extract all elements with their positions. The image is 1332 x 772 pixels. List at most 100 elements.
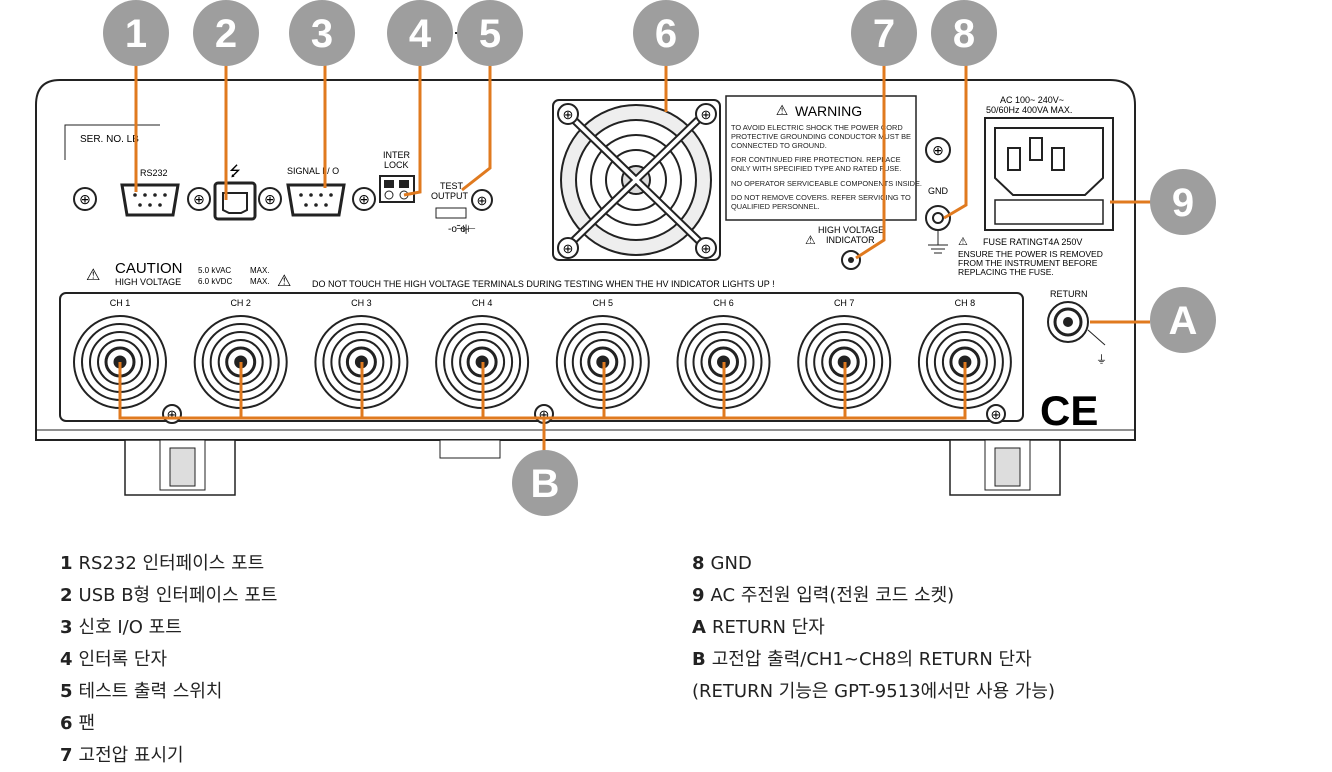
ac-rating-1: AC 100~ 240V~	[1000, 95, 1064, 105]
ce-mark: CE	[1040, 387, 1098, 434]
svg-text:⊕: ⊕	[991, 407, 1002, 422]
hv-indicator-label-2: INDICATOR	[826, 235, 875, 245]
fuse-rating: FUSE RATINGT4A 250V	[983, 237, 1082, 247]
callout-2: 2	[193, 0, 259, 66]
gnd-label: GND	[928, 186, 949, 196]
panel-screw: ⊕	[986, 404, 1006, 424]
rs232-port: ⊕ ⊕	[73, 183, 211, 217]
left-foot	[124, 439, 236, 496]
warning-line: FOR CONTINUED FIRE PROTECTION. REPLACE	[731, 155, 901, 164]
warning-line: PROTECTIVE GROUNDING CONDUCTOR MUST BE	[731, 132, 911, 141]
rear-panel-diagram: SER. NO. LB RS232 ⊕ ⊕ ⭍ SIGNAL I / O ⊕ ⊕…	[35, 0, 1216, 516]
hv-warning-text: DO NOT TOUCH THE HIGH VOLTAGE TERMINALS …	[312, 279, 775, 289]
signal-io-port: ⊕ ⊕	[258, 183, 376, 217]
callout-9: 9	[1150, 169, 1216, 235]
svg-text:9: 9	[1172, 181, 1194, 225]
warning-line: NO OPERATOR SERVICEABLE COMPONENTS INSID…	[731, 179, 922, 188]
legend-note: (RETURN 기능은 GPT-9513에서만 사용 가능)	[692, 681, 1056, 702]
right-foot	[949, 439, 1061, 496]
svg-text:1: 1	[125, 12, 147, 56]
callout-5: 5	[457, 0, 523, 66]
callout-8: 8	[931, 0, 997, 66]
channel-label: CH 1	[110, 298, 131, 308]
rs232-label: RS232	[140, 168, 168, 178]
channel-label: CH 2	[230, 298, 251, 308]
warning-box: ⚠ WARNING TO AVOID ELECTRIC SHOCK THE PO…	[725, 95, 922, 221]
svg-text:⭍: ⭍	[229, 163, 241, 179]
test-output-switch: ⊕ -o˜o- ⊣|⊢	[435, 189, 493, 235]
svg-text:⊕: ⊕	[932, 142, 944, 158]
svg-text:B: B	[531, 462, 560, 506]
channel-label: CH 4	[472, 298, 493, 308]
svg-text:5: 5	[479, 12, 501, 56]
hv-indicator-label-1: HIGH VOLTAGE	[818, 225, 884, 235]
panel-screw: ⊕	[162, 404, 182, 424]
warning-line: CONNECTED TO GROUND.	[731, 141, 827, 150]
max-label-1: MAX.	[250, 266, 270, 275]
svg-text:⊣|⊢: ⊣|⊢	[456, 224, 476, 235]
svg-text:⚠: ⚠	[277, 273, 291, 290]
fuse-note-2: FROM THE INSTRUMENT BEFORE	[958, 258, 1098, 268]
svg-text:⚠: ⚠	[805, 233, 816, 247]
callout-3: 3	[289, 0, 355, 66]
svg-text:⊕: ⊕	[701, 241, 712, 256]
return-label: RETURN	[1050, 289, 1088, 299]
ser-no-label: SER. NO. LB	[80, 134, 139, 145]
warning-line: ONLY WITH SPECIFIED TYPE AND RATED FUSE.	[731, 164, 901, 173]
kvdc-label: 6.0 kVDC	[198, 277, 232, 286]
svg-text:6: 6	[655, 12, 677, 56]
channel-label: CH 5	[593, 298, 614, 308]
channel-label: CH 8	[955, 298, 976, 308]
svg-text:⊕: ⊕	[167, 407, 178, 422]
fan: ⊕ ⊕ ⊕ ⊕	[552, 99, 721, 261]
svg-text:4: 4	[409, 12, 432, 56]
warning-line: QUALIFIED PERSONNEL.	[731, 202, 820, 211]
callout-7: 7	[851, 0, 917, 66]
svg-text:⊕: ⊕	[264, 191, 276, 207]
inter-label: INTER	[383, 150, 411, 160]
gnd-terminal: ⊕ GND	[925, 137, 951, 254]
warning-line: TO AVOID ELECTRIC SHOCK THE POWER CORD	[731, 123, 903, 132]
max-label-2: MAX.	[250, 277, 270, 286]
callout-b: B	[512, 450, 578, 516]
ac-rating-2: 50/60Hz 400VA MAX.	[986, 105, 1072, 115]
svg-text:⊕: ⊕	[539, 407, 550, 422]
svg-text:⊕: ⊕	[79, 191, 91, 207]
svg-text:⊕: ⊕	[563, 107, 574, 122]
svg-text:⊕: ⊕	[477, 193, 488, 208]
svg-text:⚠: ⚠	[86, 267, 100, 284]
svg-text:-o˜o-: -o˜o-	[448, 224, 469, 235]
svg-text:3: 3	[311, 12, 333, 56]
caution-label: CAUTION	[115, 260, 183, 277]
channel-label: CH 6	[713, 298, 734, 308]
svg-text:⊕: ⊕	[563, 241, 574, 256]
svg-text:8: 8	[953, 12, 975, 56]
ac-power-inlet	[984, 117, 1114, 231]
lock-label: LOCK	[384, 160, 409, 170]
test-label: TEST	[440, 181, 464, 191]
kvac-label: 5.0 kVAC	[198, 266, 231, 275]
svg-text:⏚: ⏚	[1096, 353, 1107, 366]
fuse-note-3: REPLACING THE FUSE.	[958, 267, 1054, 277]
interlock-terminal	[379, 175, 415, 203]
warning-title: WARNING	[795, 103, 862, 119]
channel-label: CH 7	[834, 298, 855, 308]
warning-line: DO NOT REMOVE COVERS. REFER SERVICING TO	[731, 193, 911, 202]
svg-text:⚠: ⚠	[776, 102, 789, 118]
svg-text:⊕: ⊕	[701, 107, 712, 122]
svg-text:A: A	[1169, 299, 1198, 343]
output-label: OUTPUT	[431, 191, 469, 201]
channel-label: CH 3	[351, 298, 372, 308]
svg-text:2: 2	[215, 12, 237, 56]
high-voltage-label: HIGH VOLTAGE	[115, 277, 181, 287]
svg-text:⚠: ⚠	[958, 236, 968, 248]
